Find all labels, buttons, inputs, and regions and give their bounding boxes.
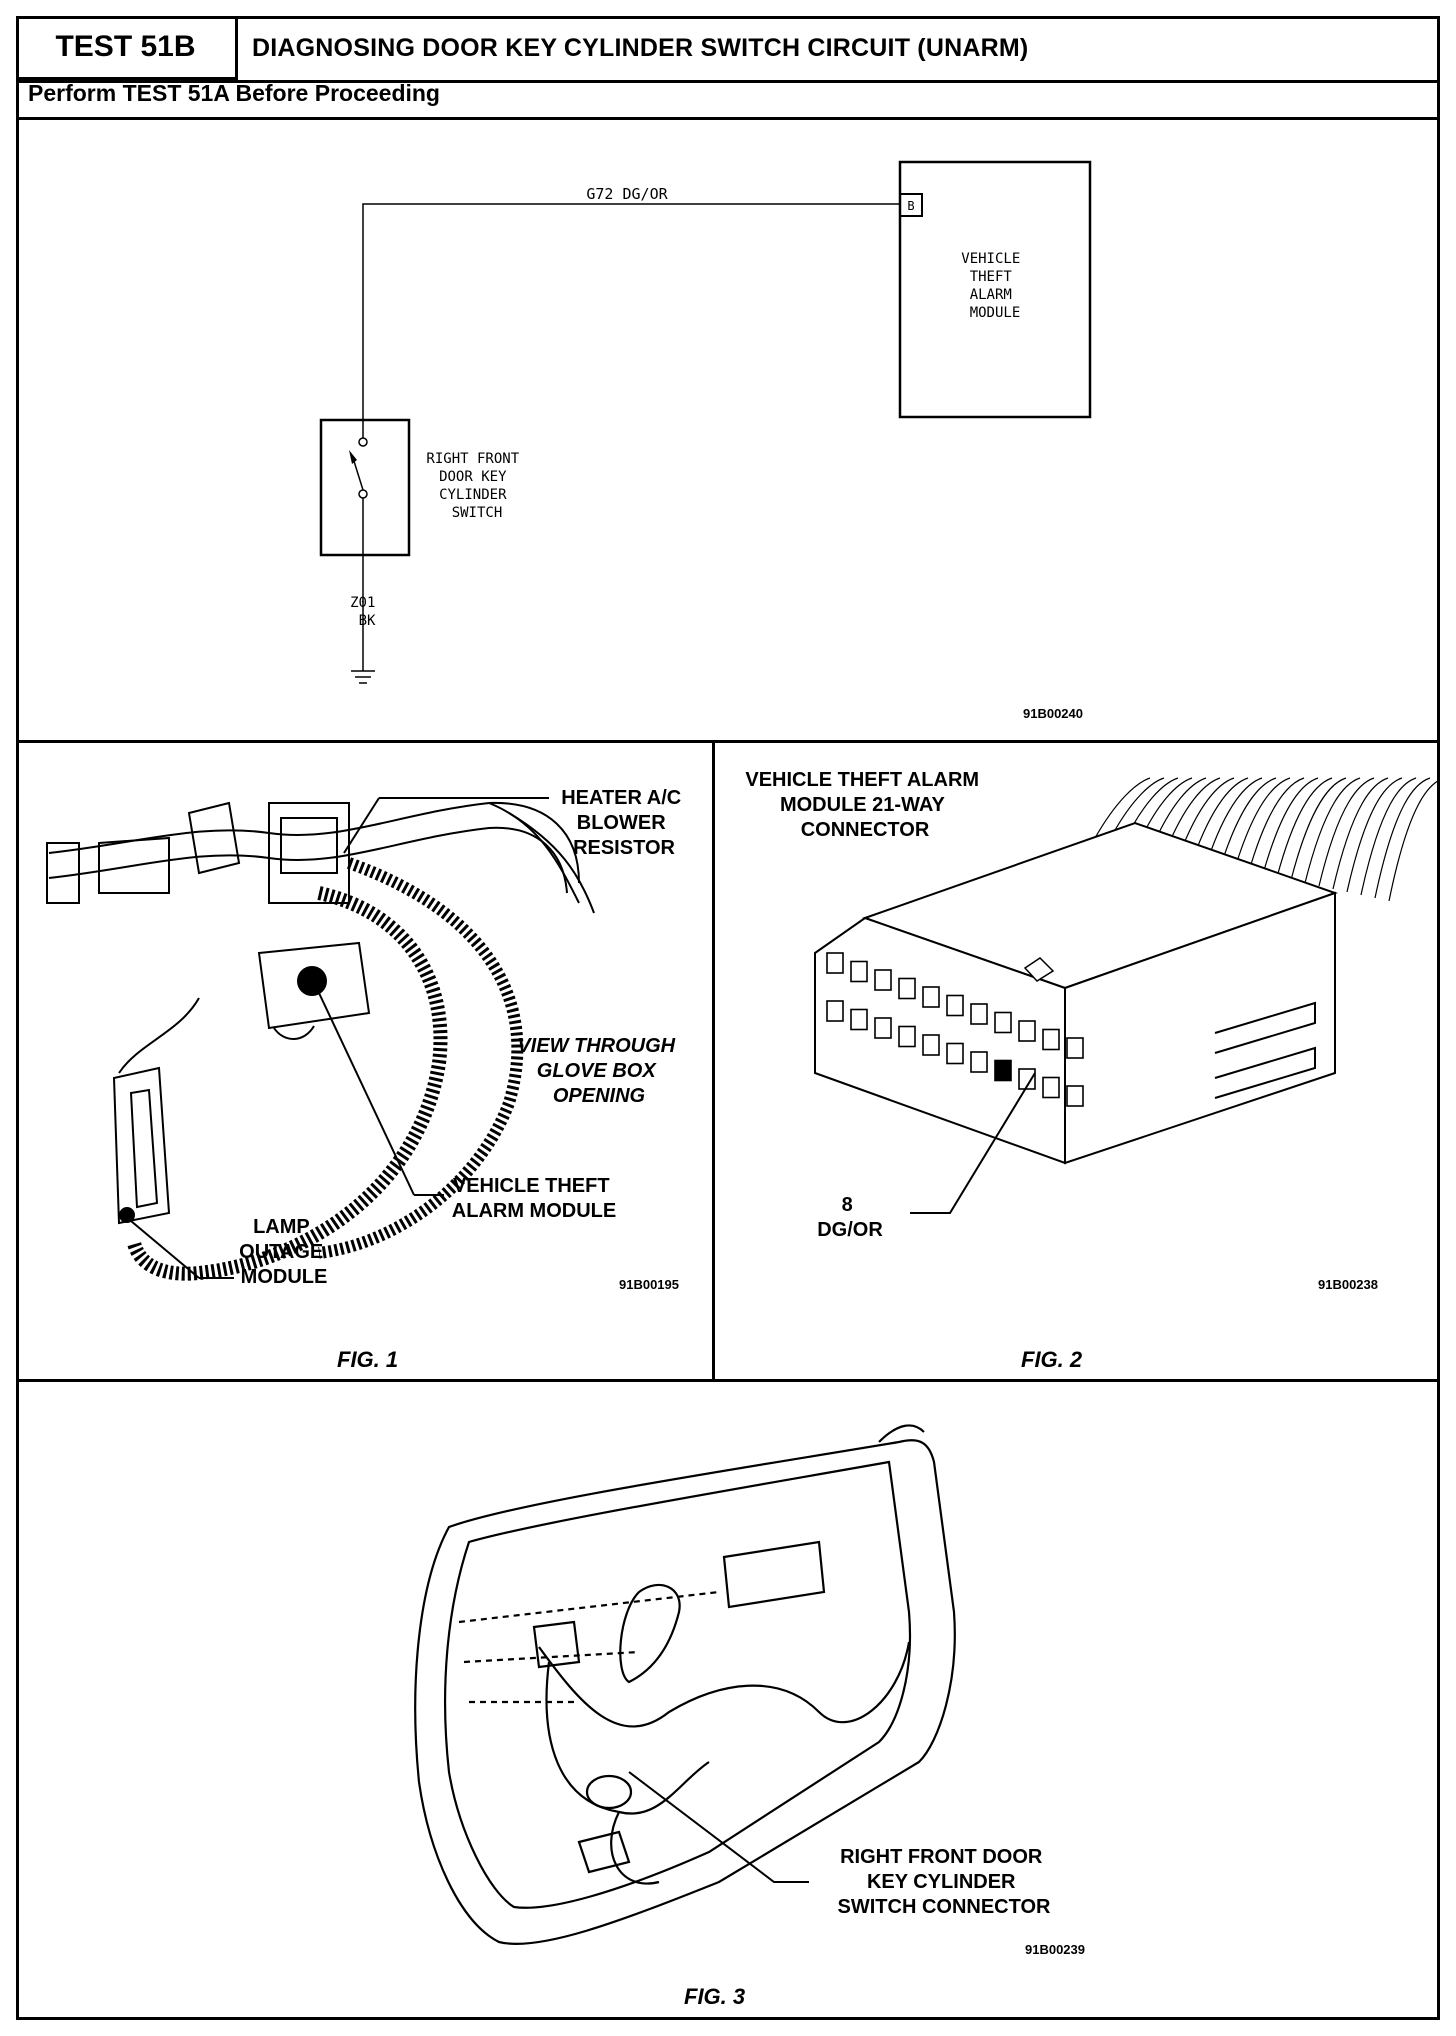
label-vtam: VEHICLE THEFT ALARM MODULE (452, 1175, 616, 1222)
fig1-caption: FIG. 1 (337, 1347, 399, 1372)
test-id: TEST 51B (16, 16, 238, 80)
pin-cavity (994, 1059, 1012, 1082)
wire (1346, 777, 1403, 893)
header: TEST 51B DIAGNOSING DOOR KEY CYLINDER SW… (16, 16, 1440, 119)
page-frame (16, 16, 1440, 2020)
label-switch-connector: RIGHT FRONT DOOR KEY CYLINDER SWITCH CON… (838, 1846, 1052, 1918)
divider (16, 740, 1440, 743)
divider (16, 80, 1440, 83)
wire-bottom-label: Z01 BK (350, 595, 384, 629)
pin-cavity (874, 1017, 892, 1039)
pin-cavity (1018, 1020, 1036, 1042)
pin-cavity (1066, 1085, 1084, 1107)
wire-top-label: G72 DG/OR (586, 185, 668, 203)
pin-cavity (946, 994, 964, 1017)
pin-cavity (1042, 1028, 1060, 1051)
wire (1206, 777, 1263, 863)
pin-cavity (874, 969, 892, 991)
fig1-code: 91B00195 (619, 1277, 679, 1292)
pin-cavity (1042, 1076, 1060, 1099)
fig3-illustration: RIGHT FRONT DOOR KEY CYLINDER SWITCH CON… (414, 1424, 1085, 1957)
fig1-panel: HEATER A/C BLOWER RESISTOR VIEW THROUGH … (19, 743, 712, 1379)
wire (1248, 777, 1305, 872)
wire (1234, 777, 1291, 869)
wire (1388, 777, 1445, 902)
divider (16, 117, 1440, 120)
wire (1094, 777, 1151, 839)
pin-cavity (850, 1008, 868, 1031)
label-heater: HEATER A/C BLOWER RESISTOR (561, 787, 687, 859)
pin-cavity (826, 952, 844, 974)
pin-cavity (970, 1051, 988, 1073)
fig3-caption: FIG. 3 (684, 1984, 746, 2009)
fig2-code: 91B00238 (1318, 1277, 1378, 1292)
fig3-panel: RIGHT FRONT DOOR KEY CYLINDER SWITCH CON… (19, 1382, 1437, 2016)
label-connector: VEHICLE THEFT ALARM MODULE 21-WAY CONNEC… (745, 769, 984, 841)
fig2-panel: VEHICLE THEFT ALARM MODULE 21-WAY CONNEC… (715, 743, 1445, 1379)
schematic-diagram: B G72 DG/OR VEHICLE THEFT ALARM MODULE R… (319, 160, 1092, 721)
wire (1304, 777, 1361, 884)
pin-cavity (970, 1003, 988, 1025)
pin-cavity (826, 1000, 844, 1022)
wire (1220, 777, 1277, 866)
pin-cavity (898, 977, 916, 1000)
module-label: VEHICLE THEFT ALARM MODULE (961, 251, 1028, 321)
wire (1192, 777, 1249, 860)
switch-box (319, 418, 411, 557)
pin-cavity (922, 1034, 940, 1056)
pin-cavity (946, 1042, 964, 1065)
pin-cavity (898, 1025, 916, 1048)
label-lamp: LAMP OUTAGE MODULE (239, 1216, 329, 1288)
subtitle: Perform TEST 51A Before Proceeding (28, 80, 440, 106)
wire (1276, 777, 1333, 878)
ground-icon (351, 670, 375, 684)
wire (1290, 777, 1347, 881)
switch-blade (352, 457, 364, 491)
divider (16, 1379, 1440, 1382)
pin-cavity (994, 1011, 1012, 1034)
pin-box (899, 193, 923, 217)
switch-label: RIGHT FRONT DOOR KEY CYLINDER SWITCH (426, 451, 527, 521)
label-pin8: 8 DG/OR (817, 1194, 883, 1241)
fig1-illustration: HEATER A/C BLOWER RESISTOR VIEW THROUGH … (46, 787, 687, 1292)
schematic-code: 91B00240 (1023, 706, 1083, 721)
pin-label: B (907, 199, 914, 213)
schematic-panel: B G72 DG/OR VEHICLE THEFT ALARM MODULE R… (19, 120, 1437, 740)
pin-cavity (850, 960, 868, 983)
label-view: VIEW THROUGH GLOVE BOX OPENING (517, 1035, 680, 1107)
wire (1318, 777, 1375, 887)
wire (1262, 777, 1319, 875)
wire (1332, 777, 1389, 890)
wire (1360, 777, 1417, 896)
pin-cavity (922, 986, 940, 1008)
wire (1374, 777, 1431, 899)
fig2-illustration: VEHICLE THEFT ALARM MODULE 21-WAY CONNEC… (745, 769, 1445, 1292)
page-title: DIAGNOSING DOOR KEY CYLINDER SWITCH CIRC… (252, 33, 1029, 62)
fig2-caption: FIG. 2 (1021, 1347, 1083, 1372)
module-box (898, 160, 1092, 419)
pin-cavity (1018, 1068, 1036, 1090)
pin-cavity (1066, 1037, 1084, 1059)
divider (712, 740, 715, 1380)
fig3-code: 91B00239 (1025, 1942, 1085, 1957)
wire-g72 (362, 203, 900, 442)
